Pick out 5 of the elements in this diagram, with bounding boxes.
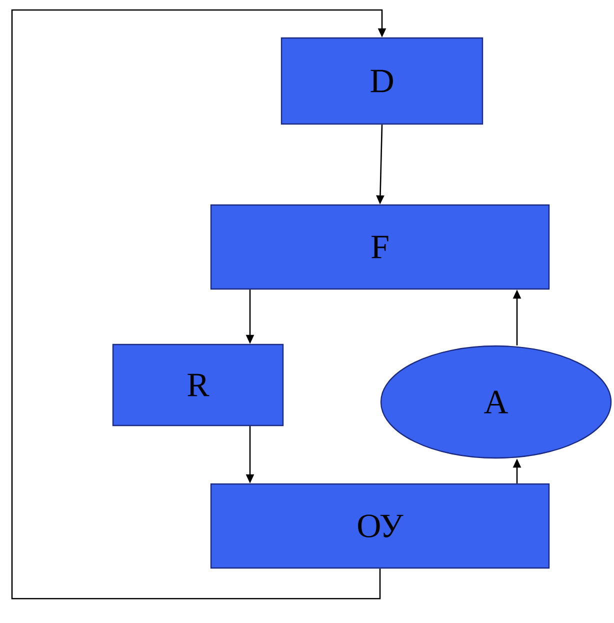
process-box: F [210, 204, 550, 290]
process-box: ОУ [210, 483, 550, 569]
process-box: D [280, 37, 484, 125]
feedback-arrow [11, 9, 386, 600]
process-box: R [112, 344, 284, 426]
